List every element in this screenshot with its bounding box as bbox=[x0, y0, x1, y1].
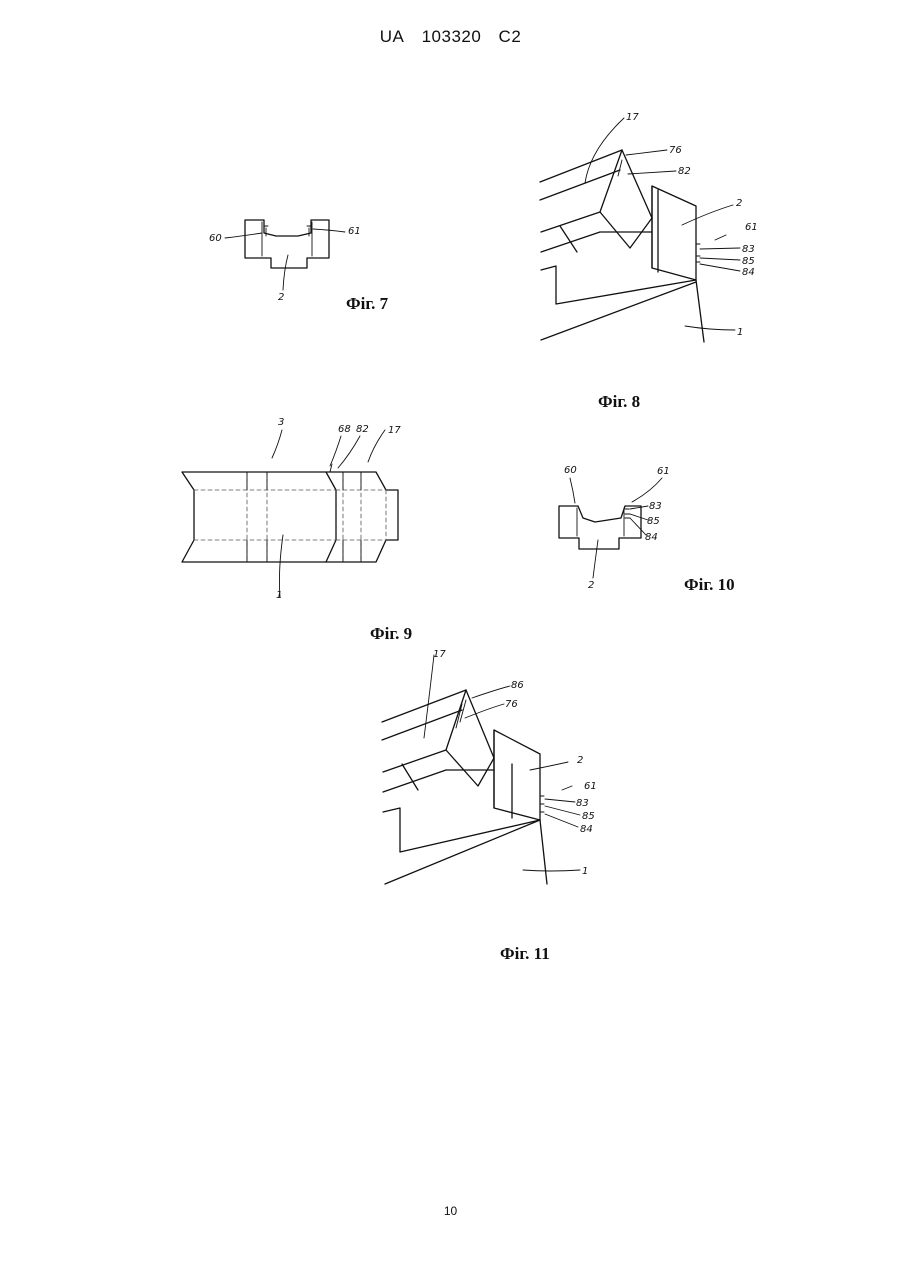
label-61: 61 bbox=[348, 226, 361, 237]
label-82: 82 bbox=[678, 166, 691, 177]
label-1: 1 bbox=[276, 590, 282, 601]
caption-fig-8: Фіг. 8 bbox=[598, 392, 640, 412]
label-61: 61 bbox=[745, 222, 758, 233]
label-76: 76 bbox=[505, 699, 518, 710]
label-84: 84 bbox=[580, 824, 593, 835]
figure-7-drawing: 60 61 2 bbox=[209, 220, 361, 303]
label-2: 2 bbox=[736, 198, 742, 209]
page-number: 10 bbox=[0, 1204, 901, 1218]
label-85: 85 bbox=[582, 811, 595, 822]
caption-fig-9: Фіг. 9 bbox=[370, 624, 412, 644]
caption-fig-11: Фіг. 11 bbox=[500, 944, 550, 964]
label-68: 68 bbox=[338, 424, 351, 435]
label-2: 2 bbox=[588, 580, 594, 591]
label-1: 1 bbox=[737, 327, 743, 338]
label-85: 85 bbox=[647, 516, 660, 527]
label-84: 84 bbox=[645, 532, 658, 543]
label-83: 83 bbox=[576, 798, 589, 809]
label-83: 83 bbox=[649, 501, 662, 512]
label-83: 83 bbox=[742, 244, 755, 255]
label-1: 1 bbox=[582, 866, 588, 877]
label-85: 85 bbox=[742, 256, 755, 267]
label-60: 60 bbox=[209, 233, 222, 244]
caption-fig-7: Фіг. 7 bbox=[346, 294, 388, 314]
figure-9-drawing: 3 68 82 17 1 bbox=[182, 417, 401, 601]
figure-10-drawing: 60 61 83 85 84 2 bbox=[559, 465, 670, 591]
caption-fig-10: Фіг. 10 bbox=[684, 575, 735, 595]
label-60: 60 bbox=[564, 465, 577, 476]
figure-8-drawing: 17 76 82 2 61 83 85 84 1 bbox=[540, 112, 758, 342]
label-76: 76 bbox=[669, 145, 682, 156]
figure-11-drawing: 17 86 76 2 61 83 85 84 1 bbox=[382, 649, 597, 884]
label-17: 17 bbox=[433, 649, 446, 660]
label-17: 17 bbox=[388, 425, 401, 436]
label-61: 61 bbox=[584, 781, 597, 792]
label-3: 3 bbox=[278, 417, 284, 428]
label-17: 17 bbox=[626, 112, 639, 123]
label-86: 86 bbox=[511, 680, 524, 691]
label-84: 84 bbox=[742, 267, 755, 278]
label-61: 61 bbox=[657, 466, 670, 477]
label-2: 2 bbox=[278, 292, 284, 303]
label-2: 2 bbox=[577, 755, 583, 766]
label-82: 82 bbox=[356, 424, 369, 435]
